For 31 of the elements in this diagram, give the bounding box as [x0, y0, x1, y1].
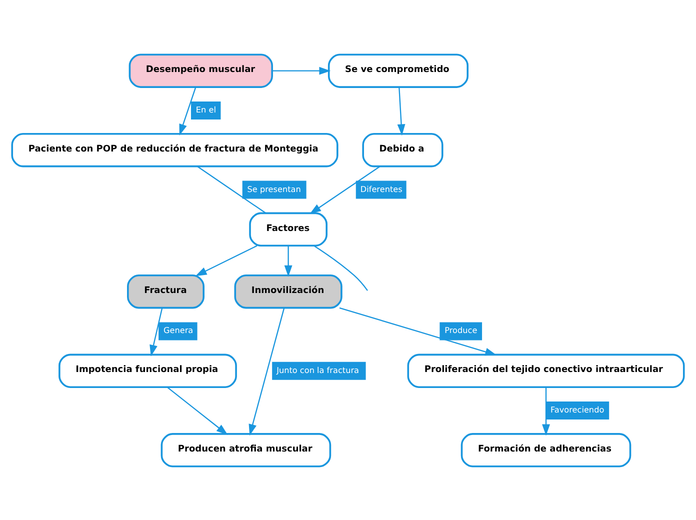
- connector: [197, 166, 266, 214]
- arrow: [284, 245, 292, 276]
- node-box: Formación de adherencias: [460, 432, 632, 467]
- arrow: [397, 86, 406, 136]
- edge-label: Genera: [164, 324, 194, 335]
- arrow: [542, 386, 550, 436]
- node-box: Debido a: [362, 132, 444, 167]
- node-box: Factores: [249, 212, 328, 246]
- arrow: [310, 166, 380, 214]
- node-box: Producen atrofia muscular: [160, 432, 332, 467]
- edge-label: Produce: [444, 324, 478, 335]
- node-box: Desempeño muscular: [128, 53, 273, 88]
- arrow: [150, 308, 163, 356]
- node-box: Se ve comprometido: [328, 53, 469, 88]
- arrow: [179, 86, 196, 135]
- arrow: [272, 66, 331, 74]
- node-box: Proliferación del tejido conectivo intraarticular: [407, 353, 685, 388]
- node-box: Impotencia funcional propia: [58, 353, 237, 388]
- arrow: [339, 306, 497, 356]
- node-box: Inmovilización: [234, 274, 342, 308]
- arrow: [248, 307, 285, 436]
- node-box: Fractura: [127, 274, 204, 308]
- connector: [313, 244, 368, 290]
- edge-label: Favoreciendo: [550, 404, 604, 414]
- edge-label: Se presentan: [247, 183, 301, 194]
- edge-label: Diferentes: [360, 183, 402, 194]
- arrow: [195, 244, 258, 276]
- node-box: Paciente con POP de reducción de fractura de Monteggia: [11, 132, 338, 167]
- edge-label: Junto con la fractura: [276, 364, 360, 374]
- edge-label: En el: [196, 104, 216, 114]
- arrow: [167, 386, 228, 434]
